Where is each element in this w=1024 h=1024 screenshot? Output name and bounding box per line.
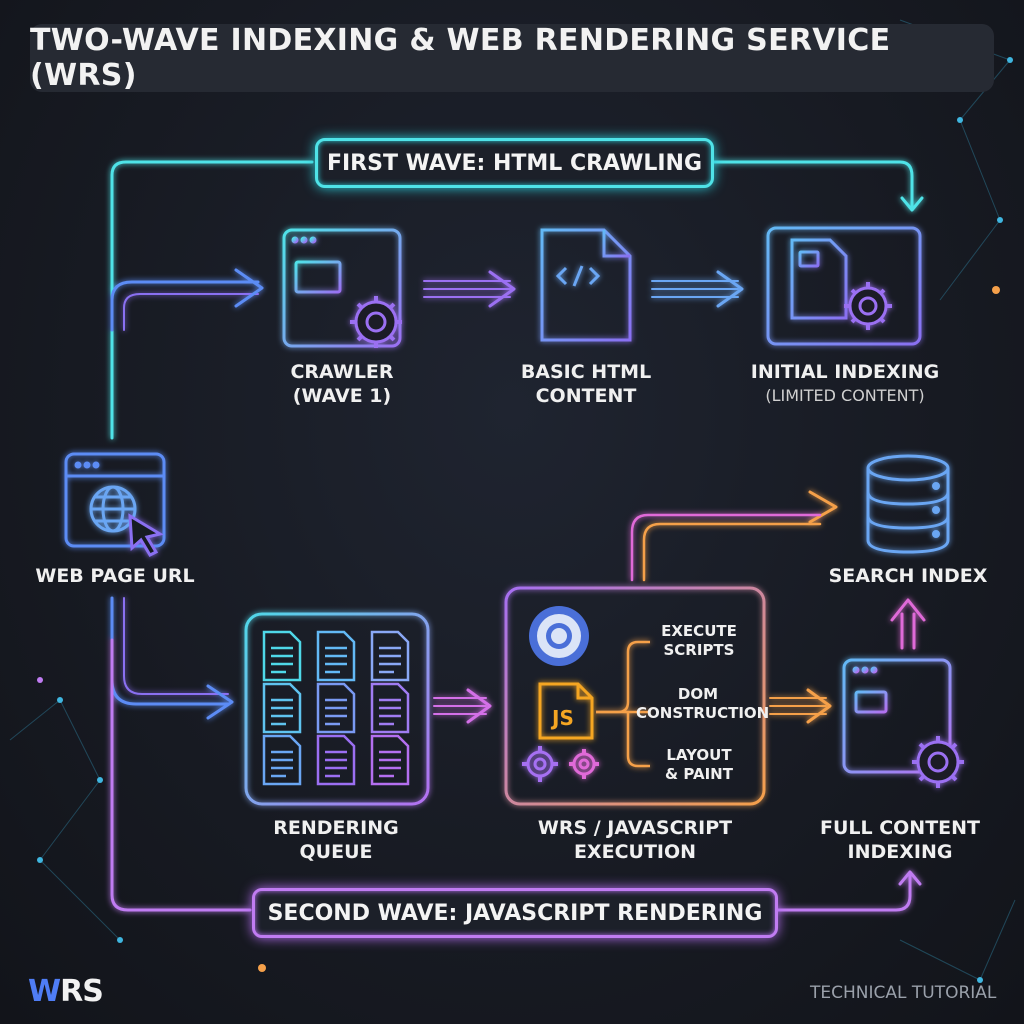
full-indexing-label-line2: INDEXING xyxy=(847,841,953,863)
layout-paint-line2: & PAINT xyxy=(665,765,733,783)
second-wave-loop-right xyxy=(772,872,912,912)
second-wave-label: SECOND WAVE: JAVASCRIPT RENDERING xyxy=(252,888,778,938)
crawler-label-line1: CRAWLER xyxy=(290,361,394,383)
full-indexing-label-line1: FULL CONTENT xyxy=(819,817,981,839)
queue-document-icon xyxy=(370,734,410,786)
wrs-to-search-index xyxy=(630,513,822,582)
rendering-queue-panel xyxy=(244,612,430,806)
wrs-step-connectors xyxy=(596,640,650,768)
execute-scripts-line1: EXECUTE xyxy=(661,622,737,640)
first-wave-loop-right xyxy=(710,160,914,210)
execute-scripts-line2: SCRIPTS xyxy=(663,641,735,659)
brand-logo: WRS xyxy=(28,974,104,1009)
full-indexing-icon xyxy=(842,658,964,788)
full-indexing-to-search-index-arrow xyxy=(900,612,916,650)
layout-paint-line1: LAYOUT xyxy=(666,746,732,764)
dom-construction-line2: CONSTRUCTION xyxy=(636,704,770,722)
queue-document-icon xyxy=(370,682,410,734)
layout-paint-label: LAYOUT & PAINT xyxy=(644,746,754,784)
brand-logo-w: W xyxy=(28,974,61,1009)
web-page-url-label: WEB PAGE URL xyxy=(35,565,195,587)
footer-label: TECHNICAL TUTORIAL xyxy=(810,983,997,1003)
crawler-icon xyxy=(282,228,402,348)
gears-icon xyxy=(522,746,599,782)
network-decoration xyxy=(9,19,1016,981)
queue-document-icon xyxy=(262,682,302,734)
rendering-queue-label: RENDERING QUEUE xyxy=(256,816,416,864)
full-indexing-label: FULL CONTENT INDEXING xyxy=(810,816,990,864)
wrs-label-line1: WRS / JAVASCRIPT xyxy=(537,817,733,839)
rendering-queue-label-line2: QUEUE xyxy=(299,841,373,863)
wrs-label-line2: EXECUTION xyxy=(573,841,697,863)
basic-html-label: BASIC HTML CONTENT xyxy=(506,360,666,408)
initial-indexing-icon xyxy=(766,226,922,346)
js-badge: JS xyxy=(552,706,574,730)
dom-construction-label: DOM CONSTRUCTION xyxy=(636,685,770,723)
html-document-icon xyxy=(540,228,632,342)
first-wave-loop-arrowhead xyxy=(900,196,924,212)
execute-scripts-label: EXECUTE SCRIPTS xyxy=(644,622,754,660)
wrs-label: WRS / JAVASCRIPT EXECUTION xyxy=(530,816,740,864)
queue-document-icon xyxy=(262,734,302,786)
queue-document-icon xyxy=(316,630,356,682)
second-wave-loop-left xyxy=(110,638,252,912)
wrs-panel xyxy=(504,586,766,806)
queue-document-icon xyxy=(316,682,356,734)
web-page-url-icon xyxy=(64,452,166,557)
crawler-label: CRAWLER (WAVE 1) xyxy=(272,360,412,408)
queue-document-icon xyxy=(262,630,302,682)
database-icon xyxy=(866,454,950,554)
initial-indexing-label-line1: INITIAL INDEXING xyxy=(750,361,940,383)
first-wave-loop xyxy=(110,160,314,440)
dom-construction-line1: DOM xyxy=(677,685,719,703)
initial-indexing-label: INITIAL INDEXING (LIMITED CONTENT) xyxy=(750,360,940,408)
rendering-queue-label-line1: RENDERING xyxy=(273,817,399,839)
js-file-icon xyxy=(538,682,594,740)
brand-logo-rs: RS xyxy=(60,974,104,1009)
crawler-label-line2: (WAVE 1) xyxy=(292,385,392,407)
title-bar: TWO-WAVE INDEXING & WEB RENDERING SERVIC… xyxy=(30,23,994,93)
network-dots xyxy=(37,57,1013,983)
search-index-label: SEARCH INDEX xyxy=(828,565,988,587)
url-to-crawler-arrow xyxy=(110,280,260,332)
basic-html-label-line1: BASIC HTML xyxy=(520,361,652,383)
initial-indexing-label-line2: (LIMITED CONTENT) xyxy=(765,386,925,405)
first-wave-label: FIRST WAVE: HTML CRAWLING xyxy=(315,138,714,188)
queue-documents xyxy=(262,630,410,786)
queue-document-icon xyxy=(316,734,356,786)
queue-document-icon xyxy=(370,630,410,682)
basic-html-label-line2: CONTENT xyxy=(535,385,637,407)
browser-icon xyxy=(529,606,589,666)
page-title: TWO-WAVE INDEXING & WEB RENDERING SERVIC… xyxy=(30,23,891,93)
